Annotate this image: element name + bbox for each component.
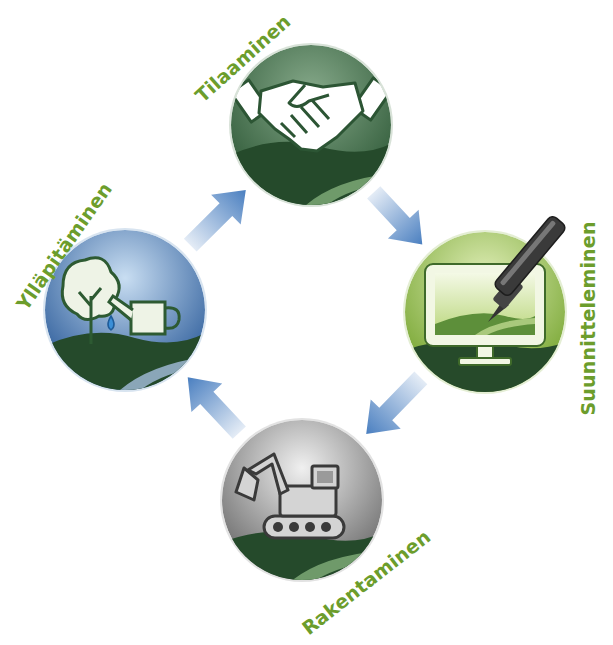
- flow-arrow: [188, 377, 246, 439]
- flow-arrow: [184, 190, 246, 252]
- design-circle: [400, 230, 570, 402]
- stage-circle: Ylläpitäminen: [45, 230, 205, 390]
- stage-label: Ylläpitäminen: [13, 178, 116, 313]
- stage-circle: Tilaaminen: [231, 45, 391, 205]
- flow-arrow: [367, 186, 422, 244]
- stage-label: Rakentaminen: [298, 526, 434, 639]
- stage-label: Tilaaminen: [191, 10, 294, 106]
- stage-circle: Rakentaminen: [222, 420, 382, 580]
- order-circle: [226, 43, 396, 215]
- flow-arrow: [366, 372, 427, 435]
- stage-label: Suunnitteleminen: [578, 221, 599, 415]
- build-circle: [217, 418, 387, 590]
- stage-circle: Suunnitteleminen: [405, 232, 565, 392]
- pen-icon: [488, 214, 567, 322]
